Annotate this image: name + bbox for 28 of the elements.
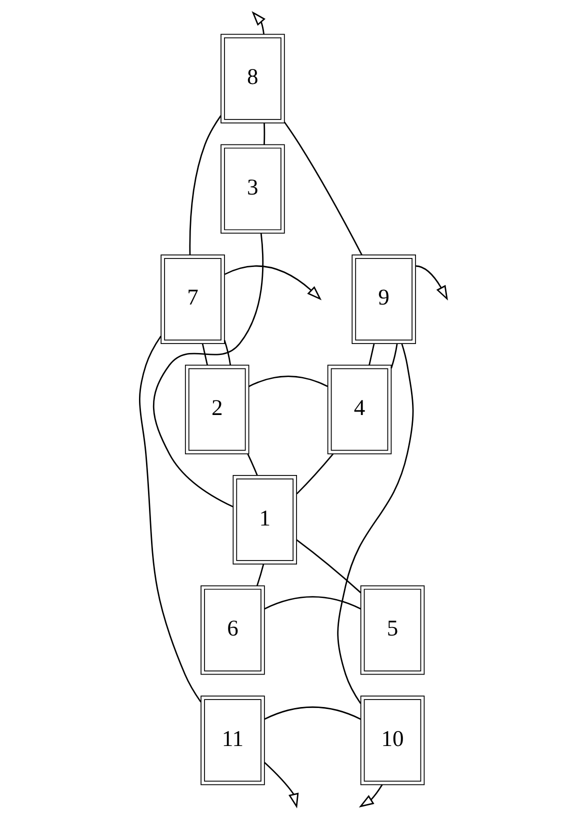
connector: [264, 706, 362, 720]
node-box: 11: [200, 696, 265, 786]
connector: [264, 123, 266, 145]
connector: [296, 539, 362, 594]
node-box: 6: [200, 585, 265, 675]
connector: [368, 343, 375, 366]
node-box: 2: [184, 364, 250, 454]
node-box: 3: [220, 144, 285, 234]
connector: [152, 233, 264, 508]
connector: [284, 122, 362, 256]
connector: [248, 376, 328, 388]
connector: [264, 596, 362, 610]
connector: [296, 453, 334, 494]
node-box: 5: [360, 585, 425, 675]
node-box: 8: [220, 34, 285, 124]
connector: [139, 336, 202, 702]
node-box: 4: [327, 364, 392, 454]
connector: [390, 344, 398, 368]
connector: [189, 115, 222, 255]
node-box: 1: [232, 475, 297, 564]
connector: [224, 340, 232, 366]
connector: [337, 343, 414, 704]
connector: [247, 454, 258, 476]
connector: [202, 343, 208, 366]
node-box: 7: [160, 254, 225, 344]
node-box: 10: [360, 696, 425, 786]
node-box: 9: [352, 254, 416, 344]
connector: [256, 564, 264, 586]
